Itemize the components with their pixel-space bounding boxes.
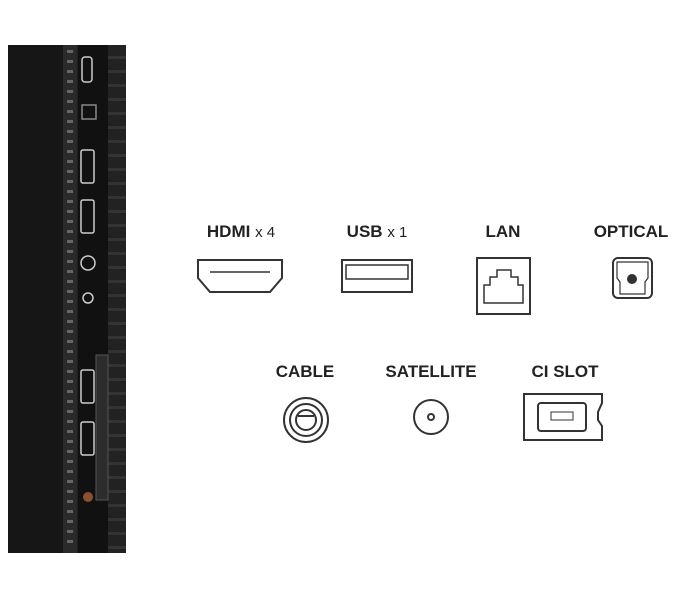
hdmi-icon: [197, 259, 283, 293]
cable-icon: [283, 397, 329, 443]
satellite-icon: [413, 399, 449, 435]
lan-icon: [476, 257, 531, 315]
usb-port-icon: [81, 56, 93, 83]
cable-label: CABLE: [275, 362, 335, 381]
usb-label: USB x 1: [346, 222, 408, 241]
tv-side-panel: [8, 45, 126, 553]
lan-label: LAN: [485, 222, 521, 241]
hdmi-label: HDMI x 4: [206, 222, 276, 241]
usb-icon: [341, 259, 413, 293]
ci-slot-label: CI SLOT: [531, 362, 599, 381]
ci-slot-icon: [523, 393, 603, 441]
satellite-label: SATELLITE: [385, 362, 477, 381]
optical-label: OPTICAL: [593, 222, 669, 241]
optical-icon: [612, 257, 653, 299]
